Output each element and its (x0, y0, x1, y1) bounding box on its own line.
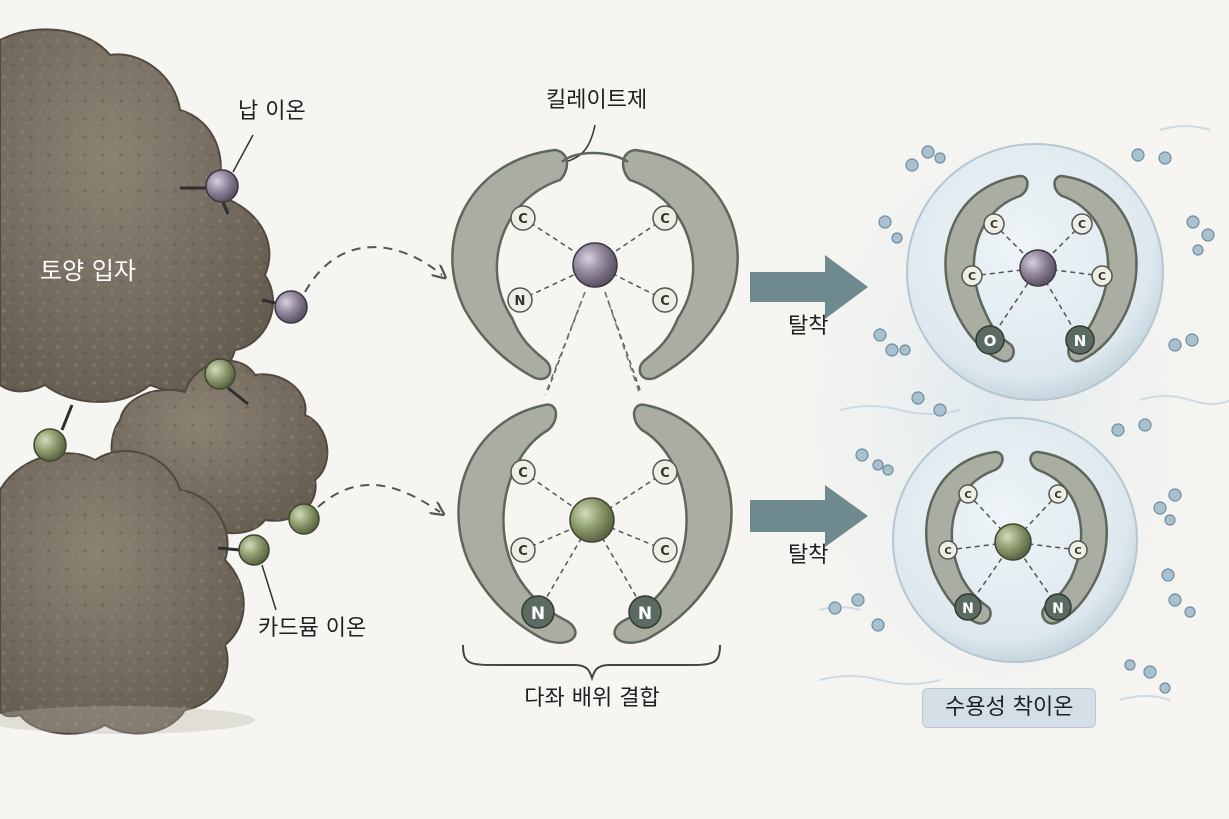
soluble-complex-label: 수용성 착이온 (922, 688, 1097, 728)
water-molecule (1153, 488, 1182, 526)
atom-badge-n-6: N (1044, 593, 1072, 621)
atom-badge-c-11: C (1091, 265, 1113, 287)
migration-arrow-bottom (317, 484, 440, 512)
soil-particle-group (0, 28, 329, 735)
chelate-arm-bottom-left (457, 403, 577, 644)
svg-text:C: C (1074, 546, 1081, 557)
water-molecule (873, 328, 911, 357)
chelating-agent-label: 킬레이트제 (546, 88, 648, 113)
atom-badge-c-15: C (1068, 540, 1088, 560)
svg-text:C: C (518, 544, 528, 559)
atom-badge-n-4: N (1065, 325, 1095, 355)
svg-text:C: C (964, 490, 971, 501)
atom-badge-c-7: C (652, 537, 678, 563)
svg-text:C: C (944, 546, 951, 557)
svg-text:N: N (1052, 601, 1064, 617)
chelated-cadmium-ion (569, 497, 615, 543)
svg-text:N: N (531, 604, 545, 624)
water-molecule (828, 593, 885, 632)
atom-badge-c-5: C (652, 459, 678, 485)
atom-badge-c-2: C (652, 205, 678, 231)
cadmium-ion-label: 카드뮴 이온 (258, 616, 367, 641)
desorption-label-bottom: 탈착 (788, 543, 829, 568)
svg-text:C: C (518, 212, 528, 227)
svg-text:C: C (660, 544, 670, 559)
chelate-link (544, 291, 641, 396)
chelated-lead-ion (572, 242, 618, 288)
svg-text:C: C (990, 218, 998, 231)
atom-badges: C C N C C C C C N N C C C C O N C C C C … (507, 205, 1113, 629)
atom-badge-n-5: N (954, 593, 982, 621)
water-molecule (1131, 148, 1172, 165)
water-molecule (911, 391, 947, 417)
water-molecule (1124, 659, 1171, 694)
svg-text:C: C (968, 270, 976, 283)
chelate-complex-lead (451, 148, 739, 391)
atom-badge-n-1: N (507, 287, 533, 313)
atom-badge-c-13: C (1048, 484, 1068, 504)
svg-text:O: O (984, 332, 997, 350)
svg-text:N: N (515, 294, 526, 309)
atom-badge-c-1: C (510, 205, 536, 231)
water-molecule (878, 215, 903, 244)
complex-lead-ion (1019, 249, 1057, 287)
water-molecule (855, 448, 894, 476)
chelate-arm-top-right (621, 148, 739, 381)
multidentate-bracket (462, 644, 721, 682)
cadmium-ion-1 (204, 358, 236, 390)
svg-text:C: C (660, 294, 670, 309)
migration-arrow-top (304, 246, 442, 293)
ion-bonds (60, 186, 281, 552)
water-molecule (1168, 333, 1199, 352)
soluble-complex-lead (906, 143, 1164, 401)
water-molecule (1111, 418, 1152, 437)
lead-ion-1 (205, 169, 239, 203)
complex-cadmium-ion (994, 523, 1032, 561)
soluble-complex-cadmium (892, 417, 1138, 663)
atom-badge-o-1: O (975, 325, 1005, 355)
atom-badge-n-3: N (628, 595, 662, 629)
svg-text:N: N (962, 601, 974, 617)
svg-text:C: C (518, 466, 528, 481)
atom-badge-c-14: C (938, 540, 958, 560)
lead-ion-label: 납 이온 (238, 99, 306, 124)
svg-text:N: N (1074, 332, 1087, 350)
cadmium-ion-2 (33, 428, 67, 462)
water-molecule (1186, 215, 1215, 256)
desorption-arrow-top (750, 255, 868, 319)
svg-text:C: C (1098, 270, 1106, 283)
svg-text:C: C (660, 466, 670, 481)
cadmium-ion-4 (238, 534, 270, 566)
atom-badge-c-10: C (961, 265, 983, 287)
soil-particle-label: 토양 입자 (40, 257, 136, 285)
atom-badge-c-8: C (983, 213, 1005, 235)
water-molecule (1161, 568, 1196, 618)
atom-badge-n-2: N (521, 595, 555, 629)
atom-badge-c-3: C (652, 287, 678, 313)
chelate-arm-bottom-right (613, 403, 733, 644)
atom-badge-c-6: C (510, 537, 536, 563)
desorption-arrow-bottom (750, 485, 868, 547)
lead-ion-2 (274, 290, 308, 324)
svg-text:N: N (638, 604, 652, 624)
svg-text:C: C (660, 212, 670, 227)
atom-badge-c-9: C (1071, 213, 1093, 235)
chelate-arm-top-left (451, 148, 569, 381)
desorption-label-top: 탈착 (788, 314, 829, 339)
multidentate-binding-label: 다좌 배위 결합 (524, 686, 660, 711)
atom-badge-c-12: C (958, 484, 978, 504)
svg-text:C: C (1054, 490, 1061, 501)
cadmium-ion-3 (288, 503, 320, 535)
water-molecule (905, 145, 946, 172)
svg-text:C: C (1078, 218, 1086, 231)
leader-lines (232, 124, 596, 611)
water-molecules (828, 145, 1215, 694)
chelate-complex-cadmium (457, 403, 733, 644)
atom-badge-c-4: C (510, 459, 536, 485)
